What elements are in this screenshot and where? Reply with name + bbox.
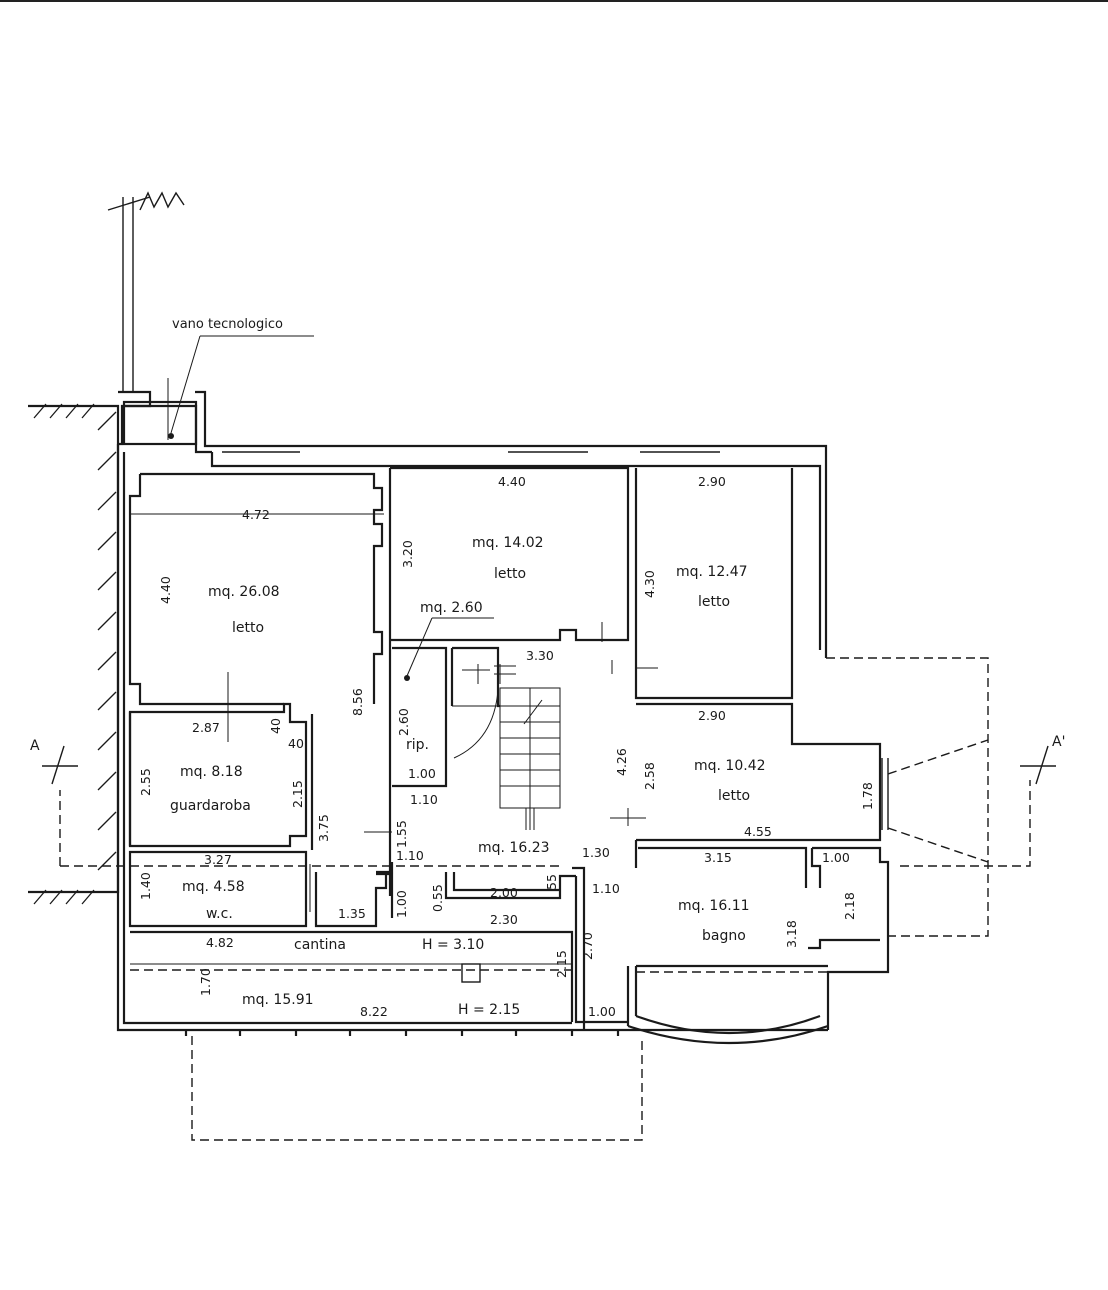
wardrobe-niche-2: 40 — [288, 736, 304, 751]
hall-dim-5: 1.10 — [396, 848, 424, 863]
hall-dim-2: 4.26 — [614, 748, 629, 776]
bathroom-height: 3.18 — [784, 920, 799, 948]
storage-closet-walls — [392, 617, 494, 788]
bedroom-large-area: mq. 26.08 — [208, 584, 280, 600]
hall-dim-10: 0.55 — [430, 884, 445, 912]
interior-walls — [388, 466, 890, 1030]
section-label-left: A — [30, 738, 40, 754]
bedroom-2-width: 4.40 — [498, 474, 526, 489]
hall-dim-9: 1.00 — [394, 890, 409, 918]
wardrobe-area: mq. 8.18 — [180, 764, 243, 780]
bedroom-2-name: letto — [494, 566, 526, 582]
bedroom-4-width-2: 4.55 — [744, 824, 772, 839]
hall-dim-6: 1.55 — [394, 820, 409, 848]
projection-outlines — [59, 657, 1031, 1141]
bathroom-walls — [626, 964, 829, 1045]
hall-dim-13: 2.30 — [490, 912, 518, 927]
closet-width-2: 1.10 — [410, 792, 438, 807]
cellar-height-2: H = 2.15 — [458, 1002, 520, 1018]
wardrobe-width: 2.87 — [192, 720, 220, 735]
hall-dim-1: 3.30 — [526, 648, 554, 663]
closet-width: 1.00 — [408, 766, 436, 781]
hall-area: mq. 16.23 — [478, 840, 550, 856]
exterior-walls — [116, 390, 828, 1032]
closet-area: mq. 2.60 — [420, 600, 483, 616]
hall-dim-11: 2.00 — [490, 885, 518, 900]
bathroom-height-3: 2.70 — [580, 932, 595, 960]
bathroom-width: 3.15 — [704, 850, 732, 865]
bedroom-3-name: letto — [698, 594, 730, 610]
bedroom-3-height: 4.30 — [642, 570, 657, 598]
bedroom-2-height: 3.20 — [400, 540, 415, 568]
bathroom-width-3: 1.00 — [588, 1004, 616, 1019]
hall-dim-4: 1.30 — [582, 845, 610, 860]
section-label-right: A' — [1052, 734, 1065, 750]
bathroom-width-2: 1.00 — [822, 850, 850, 865]
bedroom-4-name: letto — [718, 788, 750, 804]
hall-dim-3: 8.56 — [350, 688, 365, 716]
bedroom-4-height: 2.58 — [642, 762, 657, 790]
technical-room-label: vano tecnologico — [172, 317, 283, 332]
bedroom-large-width: 4.72 — [242, 507, 270, 522]
cellar-width: 4.82 — [206, 935, 234, 950]
cellar-depth-2: 2.15 — [554, 950, 569, 978]
bedroom-large-walls — [128, 472, 384, 742]
cellar-height-1: H = 3.10 — [422, 937, 484, 953]
bedroom-large-height: 4.40 — [158, 576, 173, 604]
section-marker-right — [1020, 745, 1056, 785]
bathroom-height-2: 2.18 — [842, 892, 857, 920]
staircase — [450, 646, 561, 830]
hall-dim-8: 1.10 — [592, 881, 620, 896]
wc-width: 3.27 — [204, 852, 232, 867]
cellar-width-2: 8.22 — [360, 1004, 388, 1019]
wardrobe-niche-1: 40 — [268, 718, 283, 734]
bedroom-4-height-2: 1.78 — [860, 782, 875, 810]
cellar-area: mq. 15.91 — [242, 992, 314, 1008]
closet-height: 2.60 — [396, 708, 411, 736]
bedroom-2-area: mq. 14.02 — [472, 535, 544, 551]
bedroom-3-area: mq. 12.47 — [676, 564, 748, 580]
wardrobe-name: guardaroba — [170, 798, 251, 814]
closet-name: rip. — [406, 737, 429, 753]
antenna-pipe — [107, 191, 185, 392]
section-marker-left — [42, 745, 78, 785]
hall-dim-12: 55 — [544, 874, 559, 890]
wc-area: mq. 4.58 — [182, 879, 245, 895]
hall-walls — [364, 622, 658, 918]
hall-dim-7: 3.75 — [316, 814, 331, 842]
hall-dim-14: 1.35 — [338, 906, 366, 921]
bedroom-large-name: letto — [232, 620, 264, 636]
cellar-depth: 1.70 — [198, 968, 213, 996]
wardrobe-height-2: 2.15 — [290, 780, 305, 808]
cellar-walls — [130, 930, 620, 1036]
wc-height: 1.40 — [138, 872, 153, 900]
bathroom-name: bagno — [702, 928, 746, 944]
bedroom-3-width: 2.90 — [698, 474, 726, 489]
technical-room — [122, 335, 314, 446]
cellar-name: cantina — [294, 937, 346, 953]
earth-hatch — [28, 403, 120, 905]
wc-name: w.c. — [206, 906, 233, 922]
wardrobe-walls — [128, 702, 314, 850]
bedroom-4-area: mq. 10.42 — [694, 758, 766, 774]
wardrobe-height: 2.55 — [138, 768, 153, 796]
bathroom-area: mq. 16.11 — [678, 898, 750, 914]
bedroom-4-width: 2.90 — [698, 708, 726, 723]
